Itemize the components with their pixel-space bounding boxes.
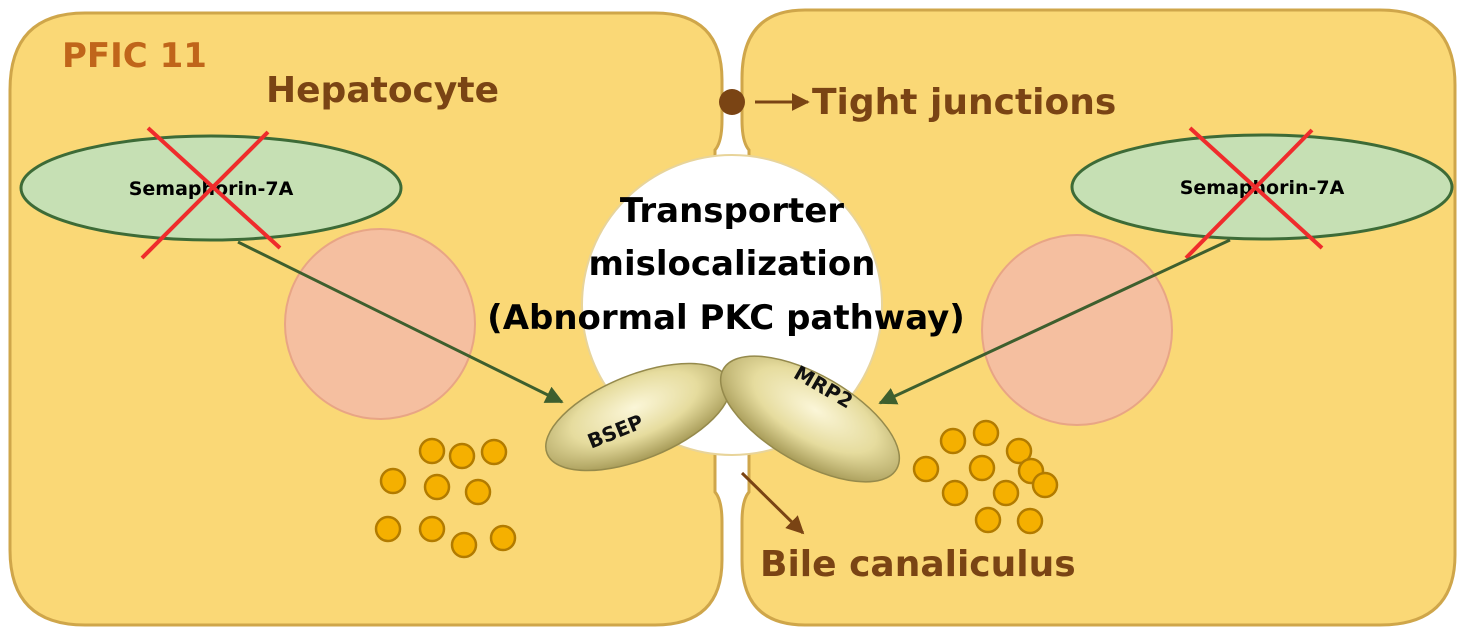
disease-label: PFIC 11 xyxy=(62,36,207,76)
center-text-line3: (Abnormal PKC pathway) xyxy=(487,298,965,338)
right-semaphorin-ellipse xyxy=(1070,133,1454,241)
right-bile-granules xyxy=(912,419,1059,535)
bile-canaliculus-arrow xyxy=(740,471,805,535)
left-semaphorin-arrow xyxy=(237,240,564,404)
granule xyxy=(450,531,478,559)
right-semaphorin-arrow xyxy=(878,238,1231,405)
mrp2-oval xyxy=(719,355,901,483)
right-nucleus xyxy=(981,234,1173,426)
granule xyxy=(379,467,407,495)
granule xyxy=(968,454,996,482)
granule xyxy=(374,515,402,543)
right-knockout-cross-icon xyxy=(1184,126,1324,260)
granule xyxy=(1016,507,1044,535)
transporter-mislocalization-text: Transporter mislocalization (Abnormal PK… xyxy=(487,191,965,338)
granule xyxy=(1005,437,1033,465)
center-text-line1: Transporter xyxy=(620,191,844,231)
granule xyxy=(992,479,1020,507)
left-semaphorin-7a: Semaphorin-7A xyxy=(19,126,403,260)
bsep-transporter: BSEP xyxy=(545,362,731,472)
granule xyxy=(939,427,967,455)
right-semaphorin-label: Semaphorin-7A xyxy=(1180,177,1345,199)
granule xyxy=(972,419,1000,447)
tight-junction-dot xyxy=(719,89,745,115)
tight-junctions-label: Tight junctions xyxy=(812,82,1116,123)
left-knockout-cross-icon xyxy=(140,126,282,260)
granule xyxy=(423,473,451,501)
granule xyxy=(1031,471,1059,499)
granule xyxy=(464,478,492,506)
left-nucleus xyxy=(284,228,476,420)
right-semaphorin-7a: Semaphorin-7A xyxy=(1070,126,1454,260)
granule xyxy=(480,438,508,466)
granule xyxy=(974,506,1002,534)
center-text-line2: mislocalization xyxy=(589,244,876,284)
granule xyxy=(448,442,476,470)
granule xyxy=(418,437,446,465)
granule xyxy=(418,515,446,543)
granule xyxy=(912,455,940,483)
left-bile-granules xyxy=(374,437,517,559)
cell-type-label: Hepatocyte xyxy=(266,70,499,111)
granule xyxy=(941,479,969,507)
bile-canaliculus-label: Bile canaliculus xyxy=(760,544,1076,585)
granule xyxy=(489,524,517,552)
